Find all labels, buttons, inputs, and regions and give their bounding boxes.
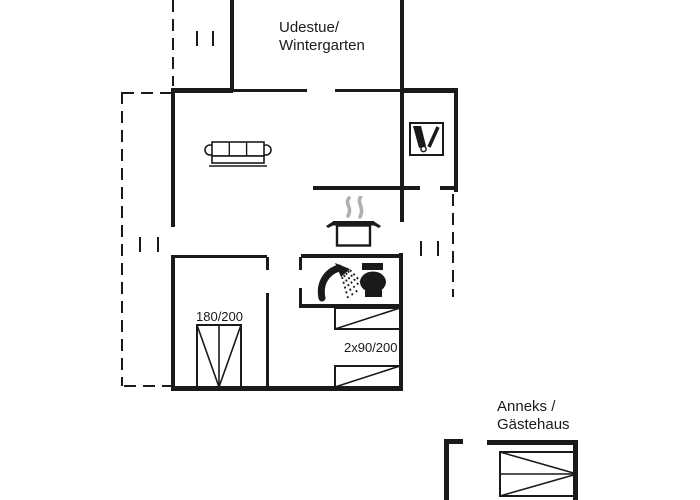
wall-annex-north xyxy=(487,440,578,445)
wall-top-d xyxy=(400,88,458,93)
wall-kitchen-east xyxy=(400,91,404,222)
wall-annex-west-top xyxy=(444,439,463,444)
conservatory-label: Udestue/ Wintergarten xyxy=(279,19,365,55)
terrace-boundary-left-top xyxy=(122,92,172,94)
double-bed-icon xyxy=(196,324,242,393)
wall-right-wing-east xyxy=(454,88,458,192)
toilet-icon xyxy=(356,262,389,304)
wall-top-b xyxy=(233,89,307,92)
wall-bathroom-north xyxy=(301,254,402,258)
conservatory-label-line2: Wintergarten xyxy=(279,37,365,54)
tv-icon xyxy=(409,122,444,161)
wall-bathroom-west-lower xyxy=(299,288,302,307)
wall-bedroom-east-lower xyxy=(266,293,269,388)
conservatory-label-line1: Udestue/ xyxy=(279,19,340,36)
wall-left-lower xyxy=(171,255,175,390)
wall-bathroom-south xyxy=(299,304,401,308)
opening-mark xyxy=(437,241,439,256)
opening-mark xyxy=(420,241,422,256)
wall-bedroom-block-east xyxy=(399,253,403,390)
sofa-icon xyxy=(204,139,272,174)
terrace-boundary-left xyxy=(121,92,123,386)
wall-right-wing-south-a xyxy=(313,186,420,190)
opening-mark xyxy=(196,31,198,46)
wall-top-a xyxy=(171,88,233,93)
wall-annex-east xyxy=(573,440,578,500)
terrace-boundary-top-left xyxy=(172,0,174,86)
single-bed-icon xyxy=(334,365,401,393)
annex-label-line2: Gästehaus xyxy=(497,416,570,433)
annex-label-line1: Anneks / xyxy=(497,398,556,415)
wall-conservatory-left xyxy=(230,0,234,91)
annex-label: Anneks / Gästehaus xyxy=(497,398,570,434)
annex-bed-icon xyxy=(499,451,578,500)
wall-bathroom-west-jamb xyxy=(299,257,302,270)
wall-bedroom-north xyxy=(173,255,267,258)
opening-mark xyxy=(212,31,214,46)
opening-mark xyxy=(157,237,159,252)
wall-annex-west xyxy=(444,439,449,500)
cooking-pot-icon xyxy=(325,194,381,253)
opening-mark xyxy=(139,237,141,252)
wall-bedroom-east-jamb xyxy=(266,257,269,270)
shower-icon xyxy=(317,260,362,307)
terrace-boundary-left-bottom xyxy=(124,385,171,387)
terrace-boundary-right xyxy=(452,194,454,297)
wall-conservatory-right xyxy=(400,0,404,90)
wall-left-upper xyxy=(171,91,175,227)
single-beds-size-label: 2x90/200 xyxy=(344,340,398,355)
double-bed-size-label: 180/200 xyxy=(196,309,243,324)
single-bed-icon xyxy=(334,307,401,335)
wall-top-c xyxy=(335,89,400,92)
wall-bottom xyxy=(171,386,403,391)
wall-right-wing-south-b xyxy=(440,186,458,190)
